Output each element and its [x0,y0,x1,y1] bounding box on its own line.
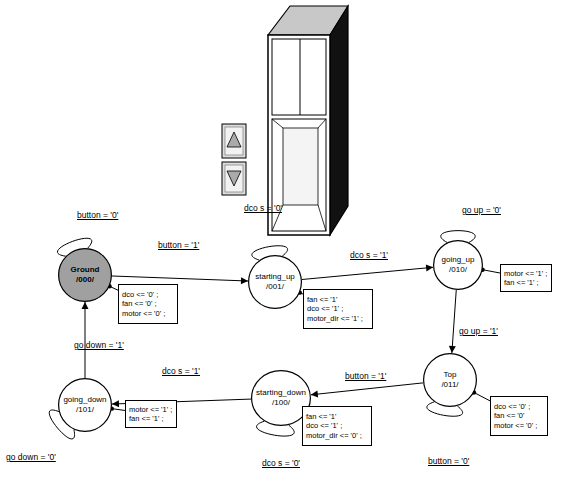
shaft-divider [300,39,301,115]
action-line: fan <= '1' ; [129,414,164,424]
state-name: Ground [71,265,100,275]
down-triangle [227,171,241,186]
cabin-edge [272,119,283,128]
transition-label: go up = '0' [462,205,501,215]
up-button-face [225,127,243,155]
action-line: motor <= '1' ; [504,269,547,279]
state-ellipse [59,249,112,302]
arrow-head [241,277,248,284]
state-name: starting_down [256,388,306,398]
action-line: motor <= '0' ; [494,421,537,431]
transition-label: button = '0' [428,456,469,466]
transition-label: button = '1' [345,371,386,381]
state-code: /011/ [441,380,458,390]
state-name: going_up [442,255,475,265]
state-ellipse [59,379,112,432]
state-code: /010/ [449,265,467,275]
elevator-side [330,6,348,235]
action-line: fan <= '1' ; [504,278,539,288]
transition-arrow [112,276,248,281]
down-button-face [225,165,243,192]
transition-label: button = '0' [77,210,118,220]
action-box: fan <= '1'dco <= '1' ;motor_dir <= '0' ; [302,406,372,446]
action-line: dco <= '0' ; [122,290,158,300]
leader-line [474,392,490,400]
arrow-head [311,391,318,398]
state-code: /001/ [266,282,284,292]
transition-label: dco s = '1' [162,366,200,376]
elevator-cabin [272,119,326,231]
state-circle: going_up/010/ [433,240,483,290]
state-name: starting_up [255,272,295,282]
action-box: motor <= '1' ;fan <= '1' ; [500,264,552,292]
state-circle: Ground/000/ [58,248,112,302]
action-line: motor <= '1' ; [129,405,172,415]
action-box: dco <= '0' ;fan <= '0' ;motor <= '0' ; [118,284,178,324]
transition-arrow [311,383,423,395]
transition-label: button = '1' [158,240,199,250]
state-code: /100/ [272,398,290,408]
action-line: motor <= '0' ; [122,309,165,319]
action-line: dco <= '0' ; [494,402,530,412]
state-name: Top [444,370,457,380]
transition-label: go down = '1' [74,340,124,350]
state-circle: going_down/101/ [58,378,112,432]
state-ellipse [249,256,302,309]
state-ellipse [424,354,477,407]
leader-line [483,270,500,273]
transition-label: go down = '0' [6,452,56,462]
action-line: fan <= '0' ; [122,299,157,309]
arrow-head [449,346,456,353]
action-line: fan <= '0' [494,411,524,421]
action-line: motor_dir <= '1' ; [307,314,363,324]
transition-arrow [302,267,433,279]
transition-label: dco s = '0' [262,458,300,468]
shaft-window [272,39,326,115]
action-box: dco <= '0' ;fan <= '0'motor <= '0' ; [490,396,548,436]
arrow-head [112,400,119,407]
up-button [222,124,246,158]
state-circle: starting_up/001/ [248,255,302,309]
transition-label: dco s = '0' [244,203,282,213]
cabin-edge [318,119,326,128]
transition-label: dco s = '1' [350,250,388,260]
action-line: dco <= '1' ; [306,421,342,431]
transition-label: go up = '1' [459,326,498,336]
arrow-head [426,264,433,271]
transition-arrow [452,290,456,353]
action-box: motor <= '1' ;fan <= '1' ; [125,400,177,428]
state-code: /101/ [76,405,94,415]
up-triangle [227,132,241,147]
action-line: fan <= '1' [307,295,337,305]
action-line: motor_dir <= '0' ; [306,431,362,441]
cabin-edge [318,205,326,231]
action-box: fan <= '1'dco <= '1' ;motor_dir <= '1' ; [303,289,373,329]
action-line: fan <= '1' [306,412,336,422]
state-name: going_down [63,395,106,405]
state-circle: Top/011/ [423,353,477,407]
down-button [222,162,246,195]
state-ellipse [434,241,483,290]
arrow-head [82,302,89,309]
cabin-back-wall [283,128,318,205]
state-code: /000/ [76,275,94,285]
action-line: dco <= '1' ; [307,304,343,314]
